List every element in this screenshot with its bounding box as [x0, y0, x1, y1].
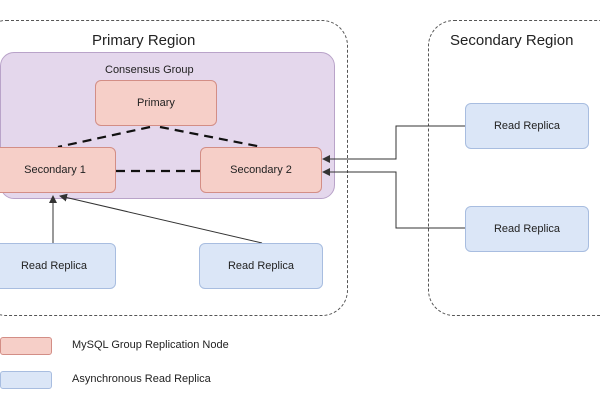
read-replica-mid-label: Read Replica — [227, 260, 295, 272]
read-replica-secondary-bottom-label: Read Replica — [493, 223, 561, 235]
read-replica-secondary-top-label: Read Replica — [493, 120, 561, 132]
secondary-region-title: Secondary Region — [450, 32, 574, 49]
primary-region-title: Primary Region — [92, 32, 196, 49]
read-replica-left: Read Replica — [0, 243, 116, 289]
read-replica-mid: Read Replica — [199, 243, 323, 289]
secondary-region — [428, 20, 600, 316]
legend-swatch-mysql — [0, 337, 52, 355]
primary-node-label: Primary — [137, 97, 175, 109]
secondary-1-node-label: Secondary 1 — [24, 164, 86, 176]
secondary-2-node: Secondary 2 — [200, 147, 322, 193]
read-replica-secondary-bottom: Read Replica — [465, 206, 589, 252]
legend-label-async: Asynchronous Read Replica — [72, 373, 211, 385]
primary-region — [0, 20, 348, 316]
secondary-1-node: Secondary 1 — [0, 147, 116, 193]
consensus-group-title: Consensus Group — [105, 64, 194, 76]
read-replica-left-label: Read Replica — [20, 260, 88, 272]
read-replica-secondary-top: Read Replica — [465, 103, 589, 149]
legend-label-mysql: MySQL Group Replication Node — [72, 339, 229, 351]
secondary-2-node-label: Secondary 2 — [230, 164, 292, 176]
legend-swatch-async — [0, 371, 52, 389]
primary-node: Primary — [95, 80, 217, 126]
